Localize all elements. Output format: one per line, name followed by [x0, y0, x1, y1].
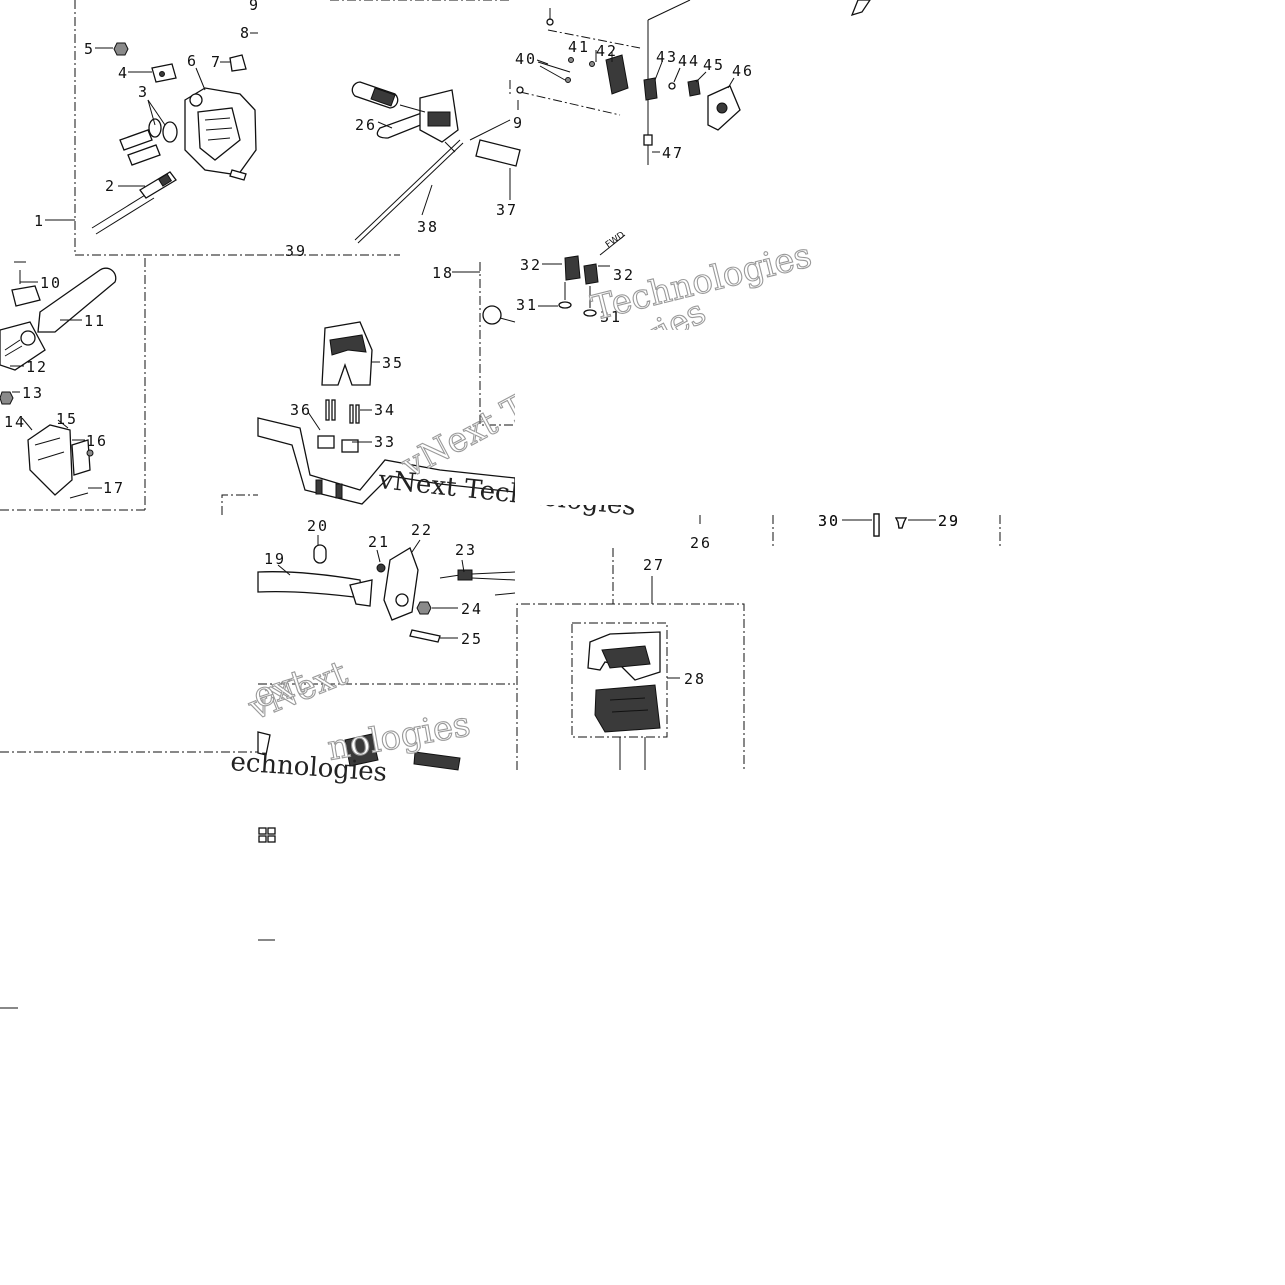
callout-24: 24 [461, 600, 483, 618]
watermarks: vNext Technologies vNext Technologies Te… [230, 235, 817, 788]
callout-39: 39 [285, 242, 307, 260]
throttle-housing-assembly [91, 42, 257, 235]
callout-29-redraw: 29 [938, 512, 960, 530]
grip-lever-assembly [351, 81, 521, 244]
bottom-fragments [0, 731, 461, 1009]
callout-14: 14 [4, 413, 26, 431]
callout-1: 1 [34, 212, 45, 230]
callout-32: 32 [520, 256, 542, 274]
callout-34: 34 [374, 401, 396, 419]
callout-28: 28 [684, 670, 706, 688]
callout-36: 36 [290, 401, 312, 419]
callout-7: 7 [211, 53, 222, 71]
callout-19: 19 [264, 550, 286, 568]
handlebar-assembly [257, 305, 516, 505]
switch-housing-assembly [587, 576, 680, 770]
callout-3: 3 [138, 83, 149, 101]
switch-mounts [558, 234, 626, 317]
callout-45: 45 [703, 56, 725, 74]
callout-4: 4 [118, 64, 129, 82]
fwd-marking: FWD [604, 230, 627, 250]
callout-5: 5 [84, 40, 95, 58]
callout-41: 41 [568, 38, 590, 56]
callout-27: 27 [643, 556, 665, 574]
callout-10: 10 [40, 274, 62, 292]
callout-9: 9 [513, 114, 524, 132]
throttle-internals [516, 0, 871, 165]
callout-35: 35 [382, 354, 404, 372]
leader-lines-top-left [45, 32, 258, 221]
leader-lines-mid-left [10, 281, 102, 489]
callout-8: 8 [240, 24, 251, 42]
callout-21: 21 [368, 533, 390, 551]
callout-15: 15 [56, 410, 78, 428]
clutch-lever-assembly [257, 544, 516, 643]
callout-30: 30 [818, 512, 840, 530]
brake-lever-assembly [0, 261, 117, 499]
callout-38: 38 [417, 218, 439, 236]
callout-42: 42 [596, 42, 618, 60]
callout-44: 44 [678, 52, 700, 70]
small-screws [842, 513, 936, 537]
leader-lines-top-middle [330, 0, 511, 216]
callout-29: 29 [938, 512, 960, 530]
leader-lines-center [307, 271, 480, 443]
callout-37: 37 [496, 201, 518, 219]
callout-6: 6 [187, 52, 198, 70]
callout-22: 22 [411, 521, 433, 539]
callout-labels: 1 2 3 4 5 6 7 8 9 9 10 11 12 13 14 15 16… [4, 0, 960, 688]
callout-17: 17 [103, 479, 125, 497]
callout-9-top: 9 [249, 0, 260, 14]
callout-26-lower: 26 [690, 534, 712, 552]
callout-13: 13 [22, 384, 44, 402]
group-frames [0, 0, 1001, 770]
callout-2: 2 [105, 177, 116, 195]
callout-labels-right: 29 30 [818, 512, 960, 530]
small-screws-redraw [772, 513, 1001, 548]
callout-47: 47 [662, 144, 684, 162]
callout-26: 26 [355, 116, 377, 134]
callout-25: 25 [461, 630, 483, 648]
callout-33: 33 [374, 433, 396, 451]
leader-lines-top-right [517, 50, 735, 153]
callout-18: 18 [432, 264, 454, 282]
callout-32-right: 32 [613, 266, 635, 284]
callout-11: 11 [84, 312, 106, 330]
callout-46: 46 [732, 62, 754, 80]
callout-16: 16 [86, 432, 108, 450]
callout-31: 31 [516, 296, 538, 314]
callout-43: 43 [656, 48, 678, 66]
callout-20: 20 [307, 517, 329, 535]
callout-23: 23 [455, 541, 477, 559]
callout-40: 40 [515, 50, 537, 68]
callout-12: 12 [26, 358, 48, 376]
callout-31-right: 31 [600, 308, 622, 326]
callout-30-redraw: 30 [818, 512, 840, 530]
leader-lines-lower-center [277, 535, 465, 639]
leader-lines-right [538, 263, 562, 307]
